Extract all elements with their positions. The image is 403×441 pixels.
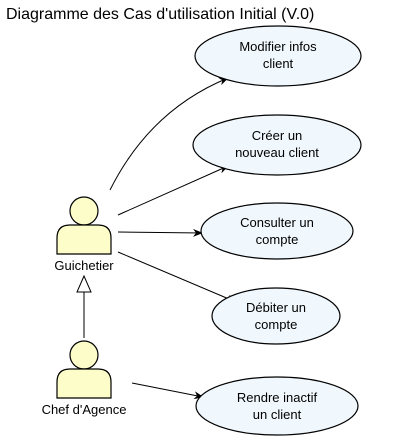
usecase-label: un client (253, 407, 302, 422)
usecase-label: Modifier infos (239, 39, 317, 54)
usecase-rendre-inactif-client[interactable]: Rendre inactif un client (195, 376, 359, 436)
usecase-label: Consulter un (240, 215, 314, 230)
actor-chef-agence[interactable]: Chef d'Agence (42, 340, 127, 417)
actor-label: Guichetier (54, 258, 114, 273)
usecase-label: nouveau client (235, 145, 319, 160)
association-guichetier-modifier-infos (109, 77, 229, 191)
association-chef-rendre-inactif (131, 382, 204, 400)
actor-guichetier[interactable]: Guichetier (54, 196, 114, 273)
usecase-creer-nouveau-client[interactable]: Créer un nouveau client (192, 114, 362, 176)
usecase-label: Créer un (252, 128, 303, 143)
usecase-label: Débiter un (246, 300, 306, 315)
actor-label: Chef d'Agence (42, 402, 127, 417)
diagram-title: Diagramme des Cas d'utilisation Initial … (6, 6, 315, 23)
association-guichetier-debiter-compte (117, 251, 237, 303)
usecase-label: Rendre inactif (237, 390, 318, 405)
usecase-modifier-infos-client[interactable]: Modifier infos client (194, 25, 362, 87)
generalization-chef-to-guichetier (76, 274, 92, 338)
stick-figure-icon (56, 196, 112, 255)
association-guichetier-creer-client (117, 165, 229, 216)
usecase-label: client (263, 56, 294, 71)
usecase-consulter-compte[interactable]: Consulter un compte (200, 202, 354, 260)
usecase-label: compte (256, 232, 299, 247)
stick-figure-icon (56, 340, 112, 399)
association-guichetier-consulter-compte (117, 228, 203, 237)
usecase-label: compte (255, 317, 298, 332)
usecase-debiter-compte[interactable]: Débiter un compte (211, 287, 341, 345)
